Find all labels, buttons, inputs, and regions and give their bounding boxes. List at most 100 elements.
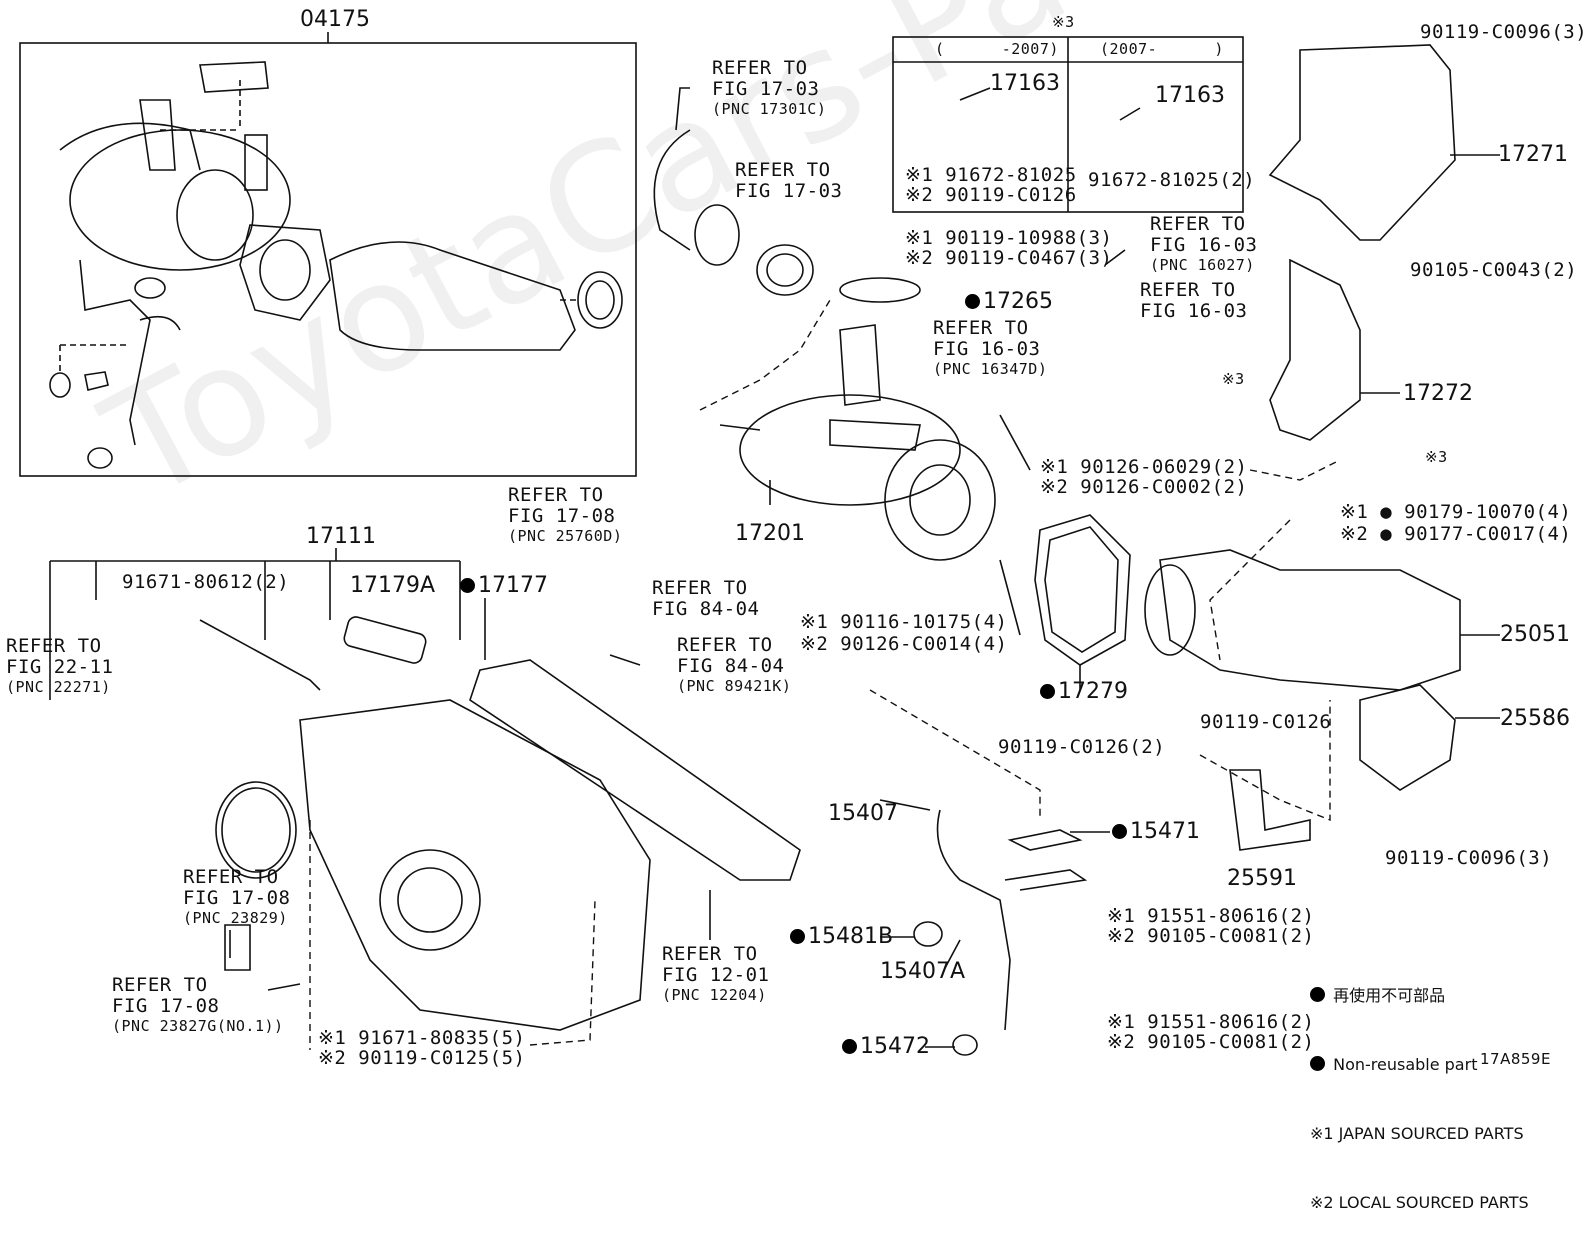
- part-17163-b[interactable]: 17163: [1155, 83, 1225, 108]
- part-90119-c0096-bot[interactable]: 90119-C0096(3): [1385, 847, 1553, 869]
- ref-line: REFER TO: [652, 577, 748, 599]
- part-90126-c0014[interactable]: ※2 90126-C0014(4): [800, 633, 1008, 655]
- part-17177[interactable]: 17177: [460, 574, 548, 598]
- ref-line: FIG 17-08: [183, 887, 291, 909]
- ref-line: (PNC 23829): [183, 909, 288, 927]
- part-15472[interactable]: 15472: [842, 1035, 930, 1059]
- intake-manifold-drawing: [299, 699, 651, 1031]
- part-15471[interactable]: 15471: [1112, 820, 1200, 844]
- part-90119-10988[interactable]: ※1 90119-10988(3): [905, 227, 1113, 249]
- part-90179-10070[interactable]: ※1 ● 90179-10070(4): [1340, 501, 1572, 523]
- kit-turbocharger-drawing: [49, 61, 623, 469]
- part-17163-a-bolt1[interactable]: ※1 91672-81025: [905, 164, 1077, 186]
- part-90126-c0002[interactable]: ※2 90126-C0002(2): [1040, 476, 1248, 498]
- part-91671-80612[interactable]: 91671-80612(2): [122, 571, 290, 593]
- part-90105-c0081-a[interactable]: ※2 90105-C0081(2): [1107, 925, 1315, 947]
- part-25591[interactable]: 25591: [1227, 866, 1297, 891]
- part-17265[interactable]: 17265: [965, 290, 1053, 314]
- group-17111-label: 17111: [306, 524, 376, 549]
- part-17177-number: 17177: [478, 573, 548, 598]
- legend-text: 再使用不可部品: [1333, 986, 1446, 1005]
- ref-line: REFER TO: [933, 317, 1029, 339]
- part-90177-c0017[interactable]: ※2 ● 90177-C0017(4): [1340, 523, 1572, 545]
- ref-line: FIG 16-03: [1150, 234, 1258, 256]
- part-90116-10175[interactable]: ※1 90116-10175(4): [800, 611, 1008, 633]
- non-reusable-mark: [1310, 987, 1325, 1002]
- part-90119-c0126-a[interactable]: 90119-C0126: [1200, 711, 1332, 733]
- ref-line: (PNC 16347D): [933, 360, 1048, 378]
- ref-line: FIG 84-04: [652, 598, 760, 620]
- part-17271[interactable]: 17271: [1498, 142, 1568, 167]
- part-17279[interactable]: 17279: [1040, 680, 1128, 704]
- part-15407[interactable]: 15407: [828, 801, 898, 826]
- part-17163-a[interactable]: 17163: [990, 71, 1060, 96]
- part-17179a[interactable]: 17179A: [350, 573, 436, 598]
- part-15407a[interactable]: 15407A: [880, 959, 966, 984]
- part-90119-c0467[interactable]: ※2 90119-C0467(3): [905, 247, 1113, 269]
- part-90119-c0096-top[interactable]: 90119-C0096(3): [1420, 21, 1588, 43]
- note3-col2-header: (2007- ): [1100, 40, 1224, 58]
- ref-line: (PNC 89421K): [677, 677, 792, 695]
- parts-diagram: ToyotaCars-Parts.ru: [6, 0, 1588, 1212]
- ref-line: REFER TO: [112, 974, 208, 996]
- ref-line: FIG 12-01: [662, 964, 770, 986]
- ref-line: FIG 17-03: [735, 180, 843, 202]
- part-90105-c0081-b[interactable]: ※2 90105-C0081(2): [1107, 1031, 1315, 1053]
- ref-line: REFER TO: [183, 866, 279, 888]
- legend-line-2: Non-reusable part: [1310, 1053, 1529, 1076]
- non-reusable-mark: [1310, 1056, 1325, 1071]
- ref-line: REFER TO: [662, 943, 758, 965]
- part-91551-80616-b[interactable]: ※1 91551-80616(2): [1107, 1011, 1315, 1033]
- ref-line: REFER TO: [6, 635, 102, 657]
- ref-line: REFER TO: [735, 159, 831, 181]
- ref-line: REFER TO: [508, 484, 604, 506]
- legend-line-1: 再使用不可部品: [1310, 984, 1529, 1007]
- non-reusable-mark: [790, 929, 805, 944]
- legend-line-3: ※1 JAPAN SOURCED PARTS: [1310, 1124, 1524, 1143]
- part-90105-c0043[interactable]: 90105-C0043(2): [1410, 259, 1578, 281]
- ref-line: REFER TO: [677, 634, 773, 656]
- ref-line: REFER TO: [1150, 213, 1246, 235]
- part-17163-a-bolt2[interactable]: ※2 90119-C0126: [905, 184, 1077, 206]
- note3-header: ※3: [1052, 13, 1075, 31]
- part-15472-number: 15472: [860, 1034, 930, 1059]
- group-04175-label: 04175: [300, 7, 370, 32]
- ref-line: FIG 16-03: [933, 338, 1041, 360]
- part-91671-80835[interactable]: ※1 91671-80835(5): [318, 1027, 526, 1049]
- ref-line: (PNC 12204): [662, 986, 767, 1004]
- part-15481b[interactable]: 15481B: [790, 925, 893, 949]
- diagram-drawing: [19, 32, 1500, 1056]
- part-17201[interactable]: 17201: [735, 521, 805, 546]
- ref-line: FIG 84-04: [677, 655, 785, 677]
- legend: 再使用不可部品 Non-reusable part ※1 JAPAN SOURC…: [1310, 938, 1529, 1260]
- part-25586[interactable]: 25586: [1500, 706, 1570, 731]
- non-reusable-mark: [1112, 824, 1127, 839]
- ref-line: FIG 22-11: [6, 656, 114, 678]
- part-90126-06029[interactable]: ※1 90126-06029(2): [1040, 456, 1248, 478]
- ref-line: REFER TO: [712, 57, 808, 79]
- ref-line: REFER TO: [1140, 279, 1236, 301]
- part-17272[interactable]: 17272: [1403, 381, 1473, 406]
- part-91551-80616-a[interactable]: ※1 91551-80616(2): [1107, 905, 1315, 927]
- ref-line: (PNC 25760D): [508, 527, 623, 545]
- part-25051[interactable]: 25051: [1500, 622, 1570, 647]
- legend-text: Non-reusable part: [1333, 1055, 1478, 1074]
- part-17163-b-bolt[interactable]: 91672-81025(2): [1088, 169, 1256, 191]
- part-90119-c0126-b[interactable]: 90119-C0126(2): [998, 736, 1166, 758]
- diagram-code: 17A859E: [1480, 1050, 1551, 1068]
- part-90119-c0125[interactable]: ※2 90119-C0125(5): [318, 1047, 526, 1069]
- ref-line: FIG 16-03: [1140, 300, 1248, 322]
- turbocharger-17201-drawing: [719, 277, 996, 561]
